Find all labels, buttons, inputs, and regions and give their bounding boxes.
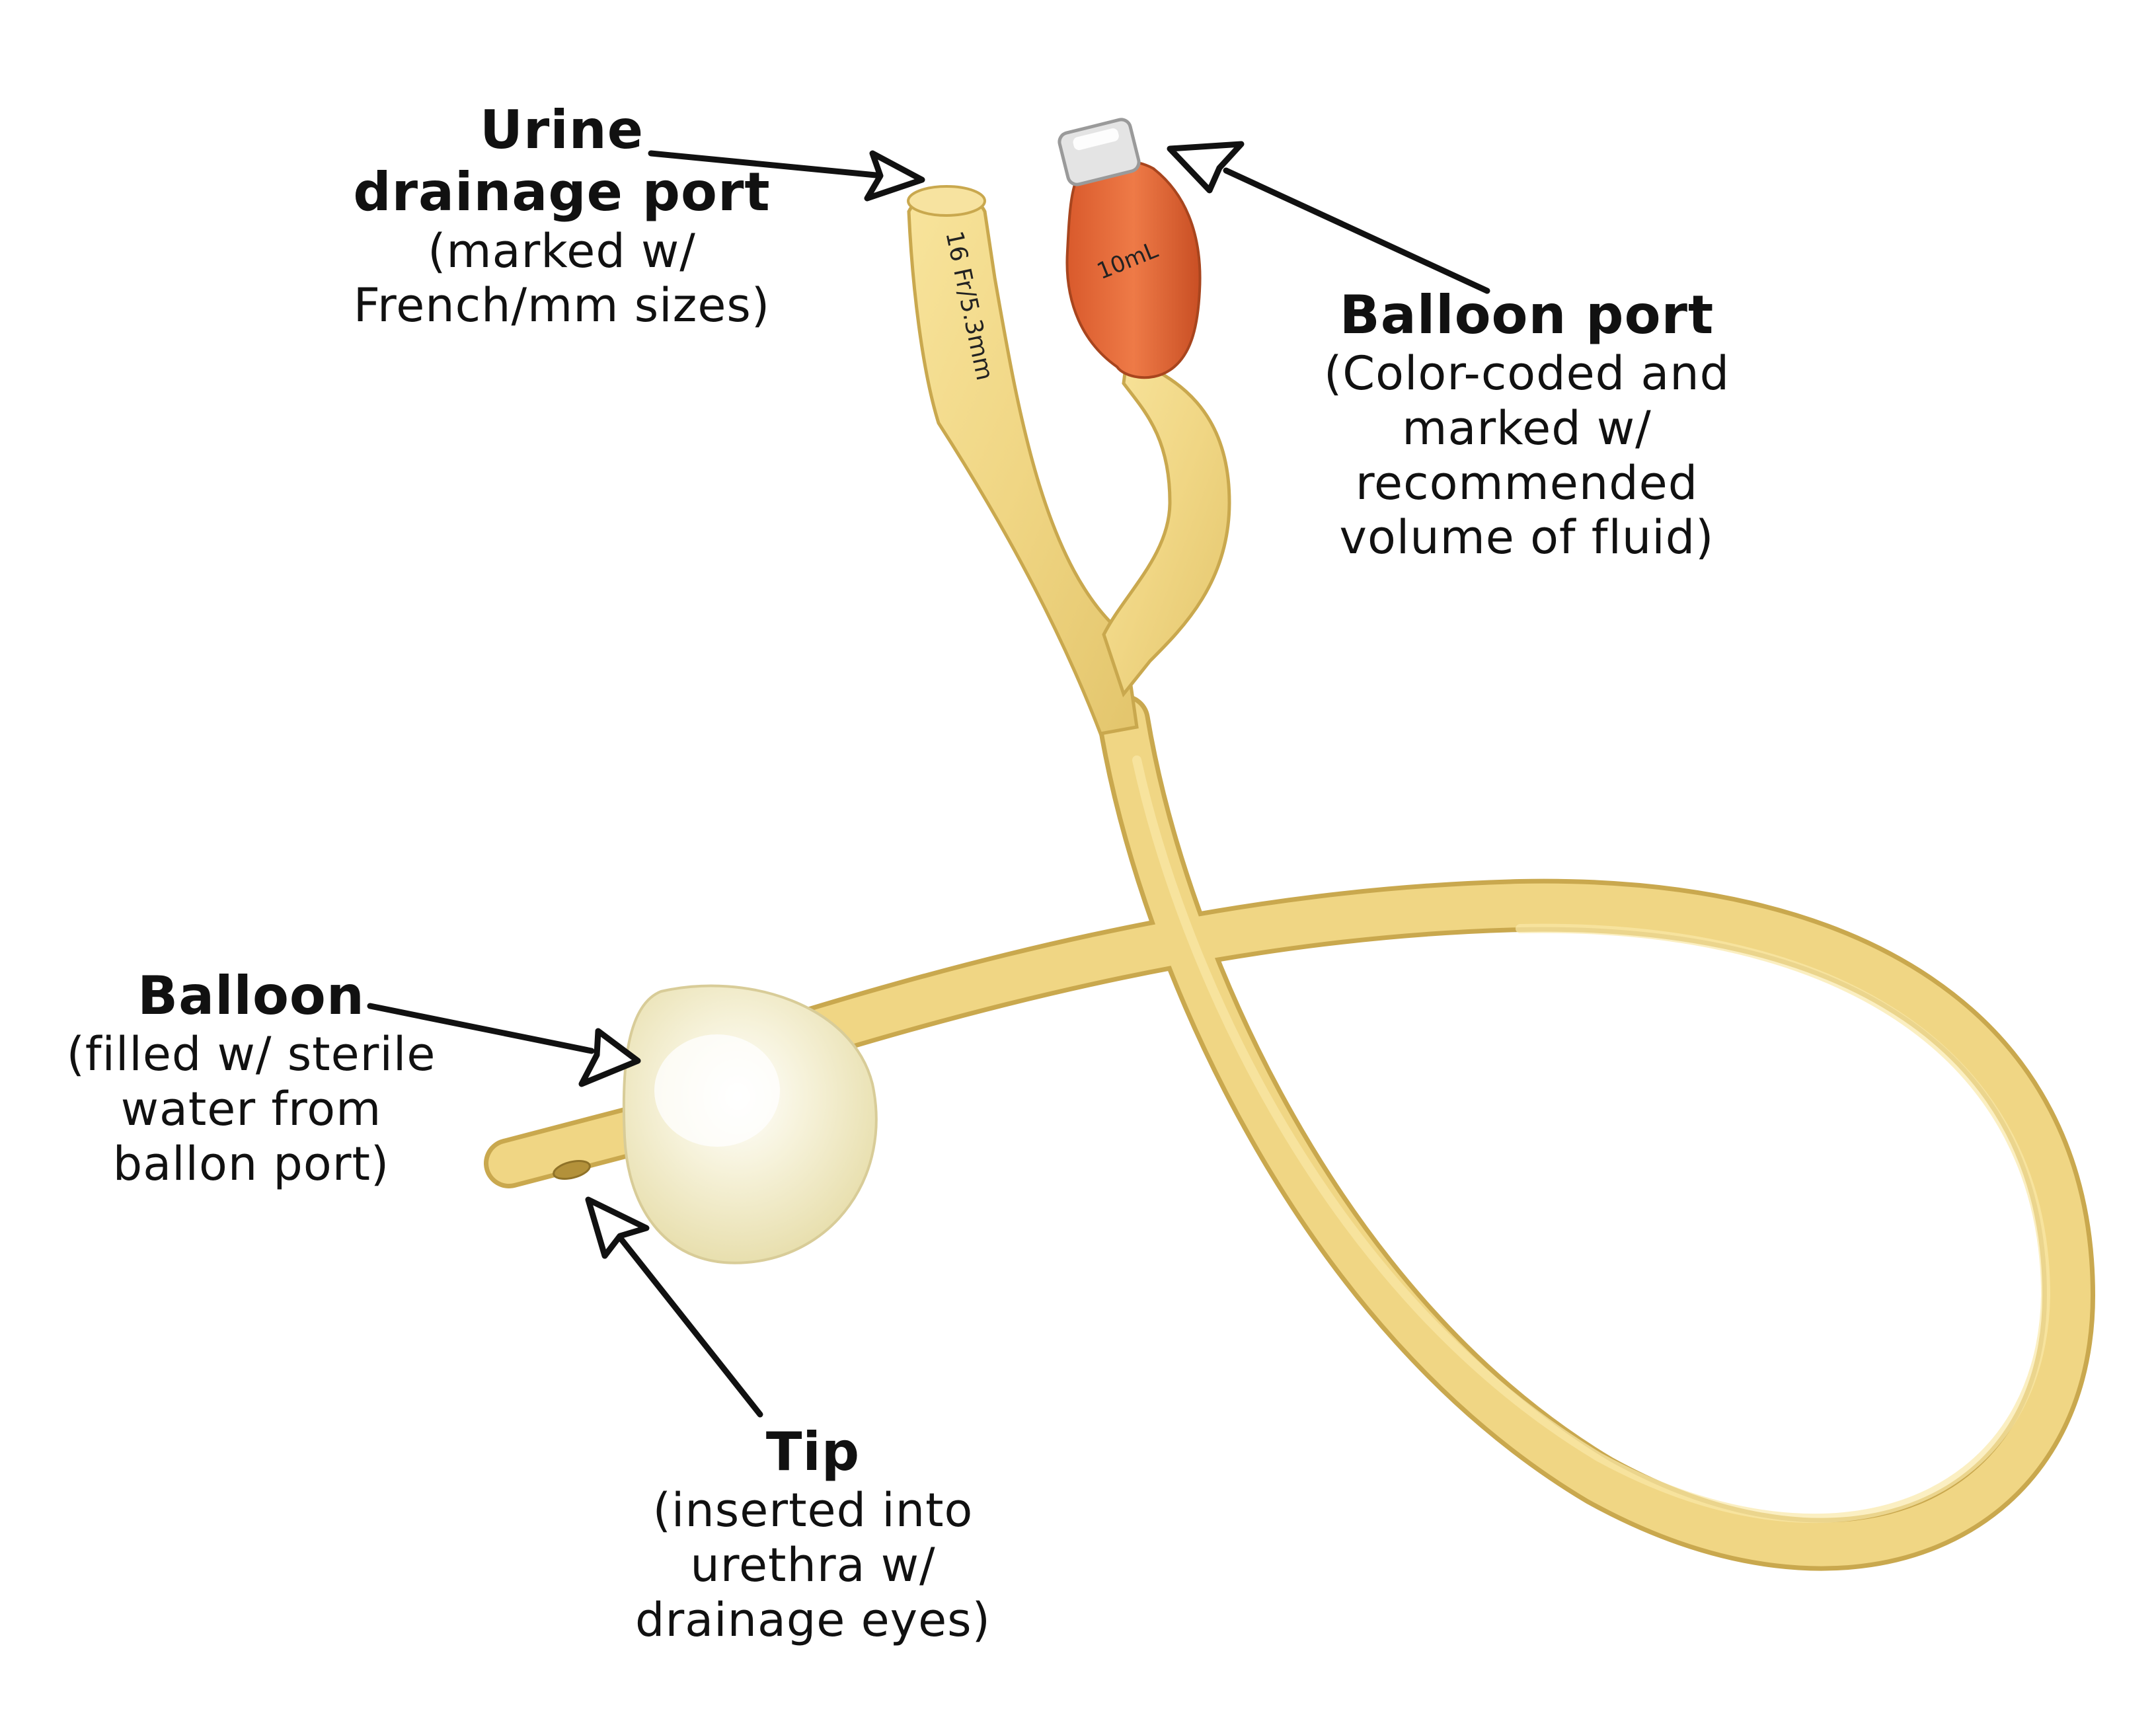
drainage-arm — [907, 190, 1139, 736]
balloon-port-desc-line4: volume of fluid) — [1339, 510, 1714, 565]
urine-port-arrow — [648, 150, 925, 202]
tip-title: Tip — [765, 1421, 861, 1483]
balloon-desc-line2: water from — [120, 1081, 382, 1136]
tip-arrow — [585, 1196, 763, 1418]
tubing-highlight — [1132, 755, 2051, 1523]
urine-port-title-line1: Urine — [479, 99, 644, 161]
tip-arrowhead — [585, 1196, 650, 1259]
valve-cap-shine — [1073, 128, 1119, 151]
annotation-arrows — [367, 141, 1490, 1418]
balloon-desc-line1: (filled w/ sterile — [66, 1027, 436, 1082]
valve-cap — [1058, 118, 1141, 186]
balloon-highlight — [654, 1034, 780, 1147]
tip-desc-line1: (inserted into — [652, 1483, 974, 1538]
urine-port-arrowhead — [864, 150, 925, 202]
balloon-port-title: Balloon port — [1339, 284, 1714, 346]
catheter-tubing — [648, 694, 2096, 1571]
valve-body — [1065, 158, 1202, 379]
tip-desc-line3: drainage eyes) — [635, 1592, 991, 1647]
balloon-port-valve: 10mL — [1058, 118, 1202, 379]
balloon-port-desc-line1: (Color-coded and — [1323, 346, 1730, 401]
balloon-desc-line3: ballon port) — [112, 1136, 390, 1191]
balloon-callout: Balloon (filled w/ sterile water from ba… — [46, 965, 456, 1191]
balloon-port-callout: Balloon port (Color-coded and marked w/ … — [1295, 284, 1758, 565]
urine-port-desc-line2: French/mm sizes) — [353, 278, 771, 333]
balloon-port-arrow — [1167, 141, 1490, 294]
urine-port-callout: Urine drainage port (marked w/ French/mm… — [324, 99, 800, 333]
balloon-arm — [1102, 354, 1231, 698]
tip-desc-line2: urethra w/ — [690, 1537, 936, 1592]
tip-callout: Tip (inserted into urethra w/ drainage e… — [595, 1421, 1031, 1647]
balloon-port-desc-line2: marked w/ — [1402, 401, 1652, 455]
balloon-port-arrowhead — [1167, 141, 1245, 194]
drainage-port-opening — [907, 185, 986, 217]
drainage-eye — [553, 1160, 591, 1180]
urine-port-title-line2: drainage port — [353, 161, 771, 223]
balloon-arrow — [367, 1003, 641, 1087]
balloon-port-desc-line3: recommended — [1355, 455, 1699, 510]
balloon — [622, 984, 878, 1264]
urine-port-desc-line1: (marked w/ — [428, 223, 696, 278]
tubing-loop — [652, 699, 2091, 1566]
balloon-arrowhead — [578, 1028, 641, 1087]
balloon-title: Balloon — [137, 965, 365, 1026]
catheter-junction — [907, 185, 1231, 736]
